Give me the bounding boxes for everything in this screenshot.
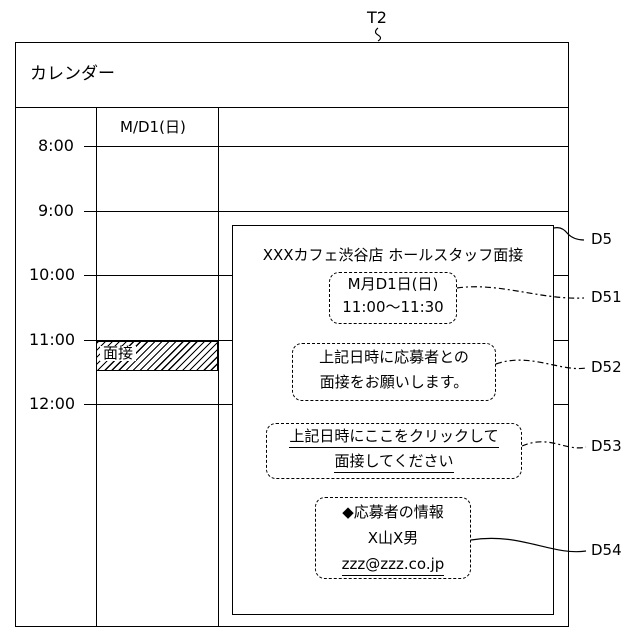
- d53-leader: [522, 442, 586, 448]
- d5-leader: [554, 228, 584, 240]
- ref-d52: D52: [591, 360, 622, 375]
- d51-leader: [457, 287, 584, 298]
- ref-d5: D5: [591, 232, 612, 247]
- ref-d51: D51: [591, 290, 622, 305]
- ref-d53: D53: [591, 439, 622, 454]
- d54-leader: [471, 538, 586, 551]
- d52-leader: [496, 360, 586, 368]
- ref-d54: D54: [591, 543, 622, 558]
- t2-squiggle: [376, 28, 381, 41]
